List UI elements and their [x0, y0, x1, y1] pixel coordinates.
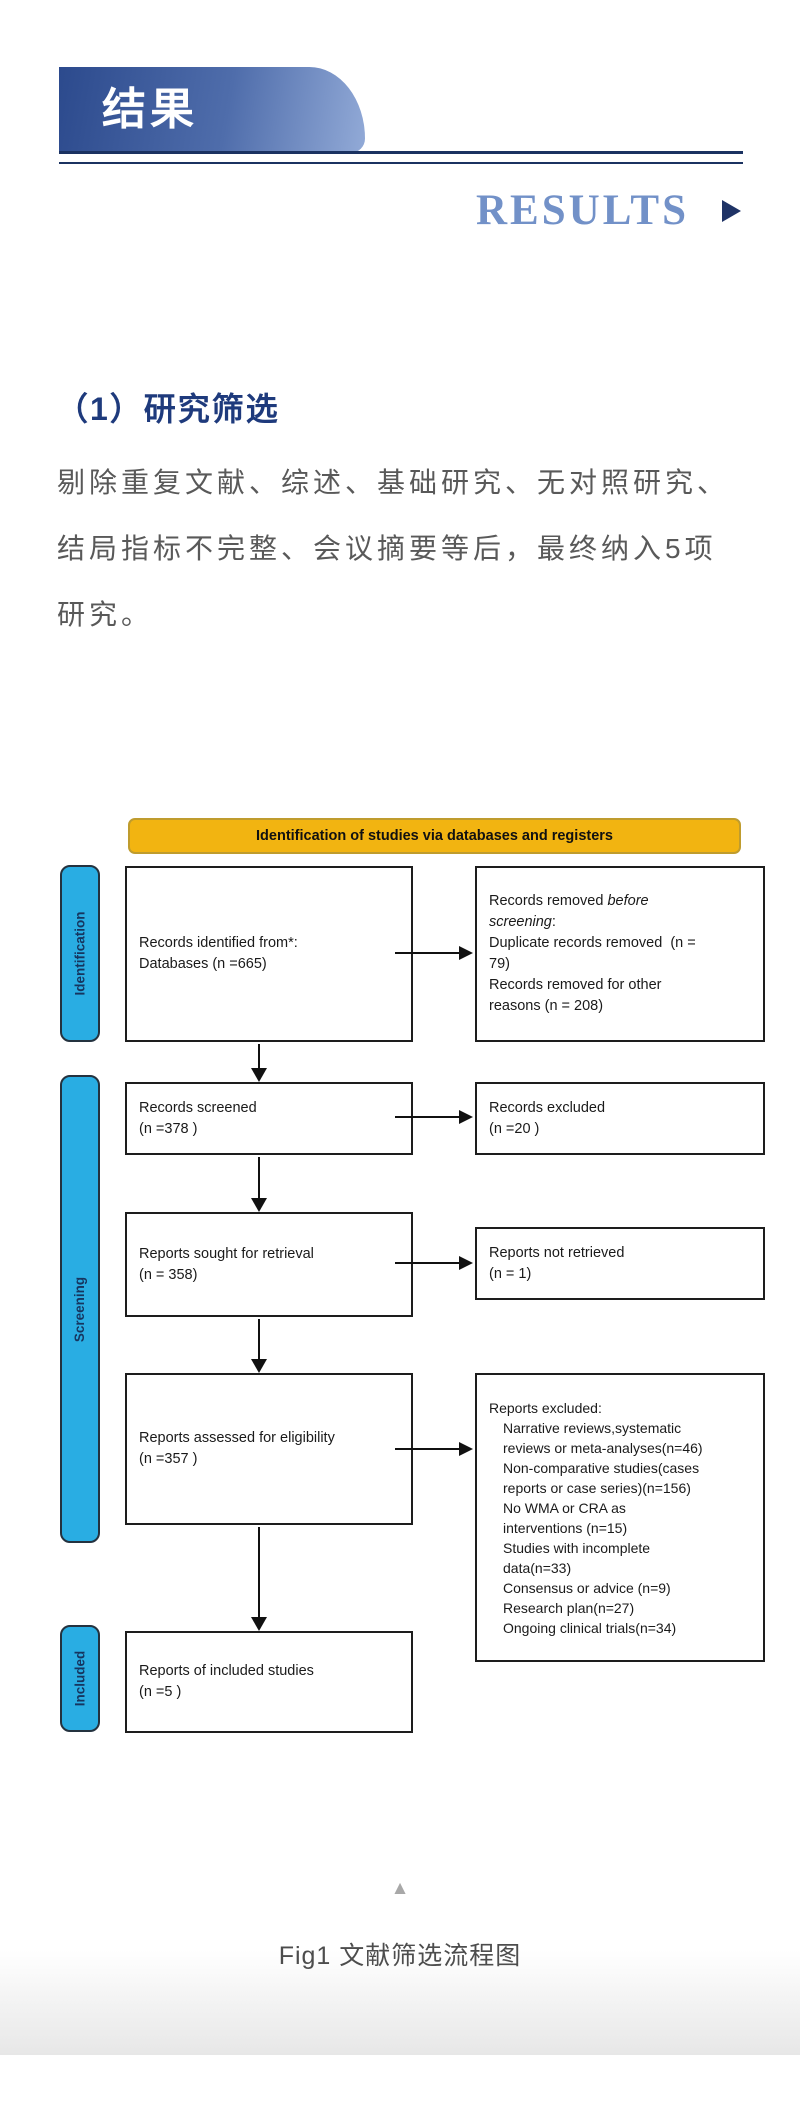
flow-box-records-excluded: Records excluded (n =20 ) — [475, 1082, 765, 1155]
flow-box-text: screening: — [489, 914, 556, 930]
arrow-right-icon — [459, 1256, 473, 1270]
flow-box-text: Studies with incomplete — [503, 1539, 651, 1556]
results-heading: RESULTS — [476, 187, 690, 234]
divider-line-bottom — [59, 162, 743, 164]
paragraph-line: 剔除重复文献、综述、基础研究、无对照研究、 — [57, 467, 730, 498]
play-arrow-icon — [722, 200, 741, 222]
arrow-line — [258, 1044, 260, 1068]
arrow-line — [395, 1116, 459, 1118]
flow-box-records-screened: Records screened (n =378 ) — [125, 1082, 413, 1155]
flow-box-records-identified: Records identified from*: Databases (n =… — [125, 866, 413, 1042]
banner-title: 结果 — [102, 85, 198, 134]
arrow-right-icon — [459, 1442, 473, 1456]
flow-box-text: reasons (n = 208) — [489, 998, 604, 1014]
flow-box-text: Reports assessed for eligibility — [139, 1430, 335, 1446]
flow-box-text: data(n=33) — [503, 1559, 572, 1576]
paragraph-line: 研究。 — [57, 599, 154, 630]
card-bottom-shadow — [0, 1950, 800, 2055]
flow-box-text: Databases (n =665) — [139, 956, 267, 972]
flow-box-text: Records identified from*: — [139, 935, 298, 951]
arrow-down-icon — [251, 1617, 267, 1631]
arrow-line — [395, 1262, 459, 1264]
stage-tab-screening: Screening — [60, 1075, 100, 1543]
flow-box-text: Reports excluded: — [489, 1399, 602, 1416]
flow-box-text: Records removed for other — [489, 977, 662, 993]
triangle-up-icon: ▲ — [390, 1878, 410, 1899]
flow-box-reports-excluded-reasons: Reports excluded: Narrative reviews,syst… — [475, 1373, 765, 1662]
stage-tab-identification: Identification — [60, 865, 100, 1042]
flow-box-text: Ongoing clinical trials(n=34) — [503, 1619, 677, 1636]
stage-tab-label: Screening — [72, 1276, 88, 1342]
flow-box-text: Records removed before — [489, 893, 649, 909]
flowchart-header: Identification of studies via databases … — [128, 818, 741, 854]
flow-box-text: Narrative reviews,systematic — [503, 1419, 682, 1436]
subsection-heading: （1）研究筛选 — [56, 391, 280, 427]
flow-box-records-removed: Records removed before screening: Duplic… — [475, 866, 765, 1042]
flow-box-text: (n = 358) — [139, 1266, 198, 1283]
flow-box-text: Reports sought for retrieval — [139, 1245, 314, 1262]
divider-line-top — [59, 151, 743, 154]
arrow-line — [258, 1157, 260, 1198]
flow-box-text: Records excluded — [489, 1099, 606, 1116]
figure-caption: Fig1 文献筛选流程图 — [278, 1942, 522, 1970]
section-banner: 结果 — [59, 67, 365, 153]
flow-box-text: (n =20 ) — [489, 1120, 540, 1137]
arrow-line — [258, 1527, 260, 1617]
arrow-line — [258, 1319, 260, 1359]
arrow-right-icon — [459, 946, 473, 960]
flow-box-text: Duplicate records removed (n = — [489, 935, 696, 951]
arrow-down-icon — [251, 1198, 267, 1212]
flow-box-reports-not-retrieved: Reports not retrieved (n = 1) — [475, 1227, 765, 1300]
body-paragraph: 剔除重复文献、综述、基础研究、无对照研究、 结局指标不完整、会议摘要等后，最终纳… — [57, 450, 757, 648]
stage-tab-included: Included — [60, 1625, 100, 1732]
flow-box-reports-sought: Reports sought for retrieval (n = 358) — [125, 1212, 413, 1317]
flow-box-text: (n =357 ) — [139, 1451, 198, 1467]
paragraph-line: 结局指标不完整、会议摘要等后，最终纳入5项 — [57, 533, 717, 564]
flow-box-text: interventions (n=15) — [503, 1519, 628, 1536]
flow-box-text: Reports of included studies — [139, 1663, 314, 1679]
flow-box-text: Reports not retrieved — [489, 1244, 625, 1261]
stage-tab-label: Included — [72, 1650, 88, 1707]
stage-tab-label: Identification — [72, 911, 88, 996]
flow-box-text: Research plan(n=27) — [503, 1599, 635, 1616]
flow-box-reports-included: Reports of included studies (n =5 ) — [125, 1631, 413, 1733]
arrow-line — [395, 1448, 459, 1450]
flow-box-reports-assessed: Reports assessed for eligibility (n =357… — [125, 1373, 413, 1525]
arrow-line — [395, 952, 459, 954]
arrow-right-icon — [459, 1110, 473, 1124]
flow-box-text: Records screened — [139, 1099, 257, 1116]
arrow-down-icon — [251, 1359, 267, 1373]
flow-box-text: Non-comparative studies(cases — [503, 1459, 700, 1476]
flow-box-text: reviews or meta-analyses(n=46) — [503, 1439, 703, 1456]
flow-box-text: (n = 1) — [489, 1265, 532, 1282]
flow-box-text: 79) — [489, 956, 510, 972]
flow-box-text: (n =5 ) — [139, 1684, 182, 1700]
flow-box-text: (n =378 ) — [139, 1120, 198, 1137]
arrow-down-icon — [251, 1068, 267, 1082]
flow-box-text: reports or case series)(n=156) — [503, 1479, 691, 1496]
flow-box-text: Consensus or advice (n=9) — [503, 1579, 671, 1596]
flow-box-text: No WMA or CRA as — [503, 1499, 626, 1516]
